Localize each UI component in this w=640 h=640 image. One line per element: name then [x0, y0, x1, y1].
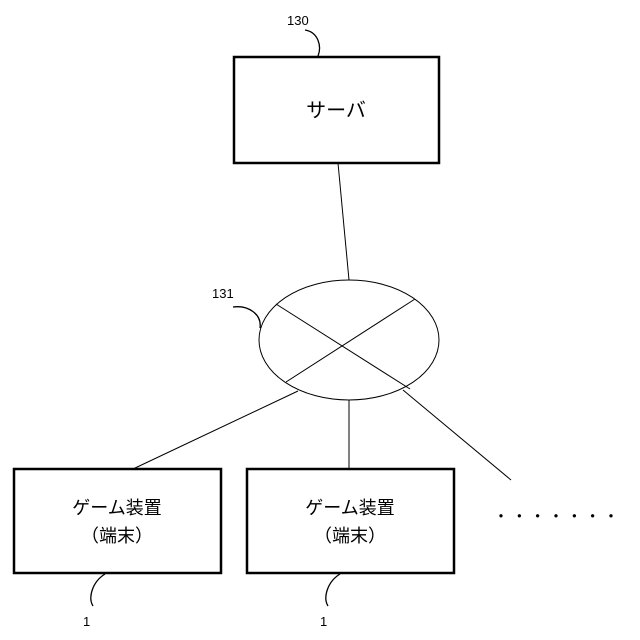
terminal-1-label-line1: ゲーム装置 [72, 498, 161, 519]
terminal-box-1 [14, 469, 221, 573]
link-network-more [403, 390, 511, 480]
terminal-2-leader-line [326, 574, 340, 606]
server-leader-line [305, 30, 319, 56]
network-leader-line [233, 307, 260, 328]
terminal-2-ref-number: 1 [320, 614, 327, 629]
terminal-2-label-line1: ゲーム装置 [305, 498, 394, 519]
network-ref-number: 131 [212, 286, 234, 301]
link-server-network [338, 163, 349, 280]
server-ref-number: 130 [287, 13, 309, 28]
network-cross-line-a [276, 304, 410, 389]
terminal-1-ref-number: 1 [83, 614, 90, 629]
network-cross-line-b [286, 299, 415, 382]
more-terminals-ellipsis: ・・・・・・・ [493, 507, 619, 526]
terminal-2-label-line2: （端末） [314, 526, 386, 547]
terminal-box-2 [247, 469, 454, 573]
link-network-terminal-1 [133, 391, 298, 469]
terminal-1-label-line2: （端末） [81, 526, 153, 547]
server-label: サーバ [306, 98, 366, 122]
terminal-1-leader-line [91, 574, 105, 606]
